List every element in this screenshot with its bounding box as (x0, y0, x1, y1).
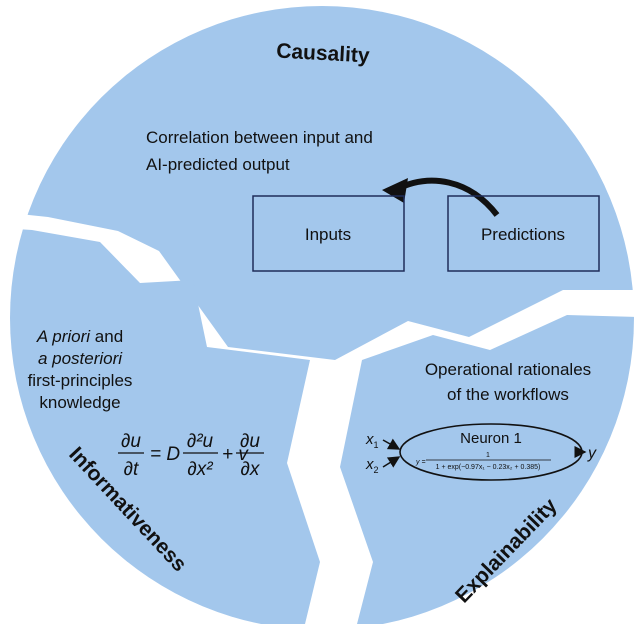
eq-equals: = D (150, 444, 180, 465)
neuron-formula-den: 1 + exp(−0.97x₁ − 0.23x₂ + 0.385) (436, 464, 541, 471)
explainability-description-line1: Operational rationales (425, 360, 591, 379)
neuron-name: Neuron 1 (460, 430, 522, 447)
informativeness-line4: knowledge (39, 393, 120, 412)
eq-plus: + v (222, 444, 249, 465)
neuron-formula-num: 1 (486, 452, 490, 459)
neuron-formula-lhs: y = (415, 459, 426, 466)
inputs-label: Inputs (305, 225, 351, 244)
predictions-label: Predictions (481, 225, 565, 244)
predictions-box (447, 195, 600, 272)
informativeness-line1: A priori and (36, 327, 123, 346)
neuron-output: y (587, 445, 597, 462)
input-1-arrow (382, 438, 401, 450)
informativeness-line2: a posteriori (38, 349, 123, 368)
eq-lhs-num: ∂u (121, 431, 141, 452)
explainability-description-line2: of the workflows (447, 385, 569, 404)
causality-title: Causality (276, 40, 371, 68)
eq-term2-den: ∂x (241, 459, 261, 480)
eq-term1-den: ∂x² (187, 459, 213, 480)
causality-description-line2: AI-predicted output (146, 155, 290, 174)
causality-piece (10, 6, 634, 360)
pde-equation: ∂u ∂t = D ∂²u ∂x² + v ∂u ∂x (118, 431, 264, 480)
neuron-input-2: x2 (365, 456, 379, 475)
eq-term2-num: ∂u (240, 431, 260, 452)
neuron-input-1: x1 (365, 431, 379, 450)
eq-term1-num: ∂²u (187, 431, 214, 452)
input-2-arrow (382, 456, 401, 468)
eq-lhs-den: ∂t (124, 459, 139, 480)
informativeness-line3: first-principles (28, 371, 133, 390)
inputs-box (252, 195, 405, 272)
neuron-diagram: x1 x2 Neuron 1 y = 1 1 + exp(−0.97x₁ − 0… (365, 423, 597, 481)
causality-description-line1: Correlation between input and (146, 128, 373, 147)
